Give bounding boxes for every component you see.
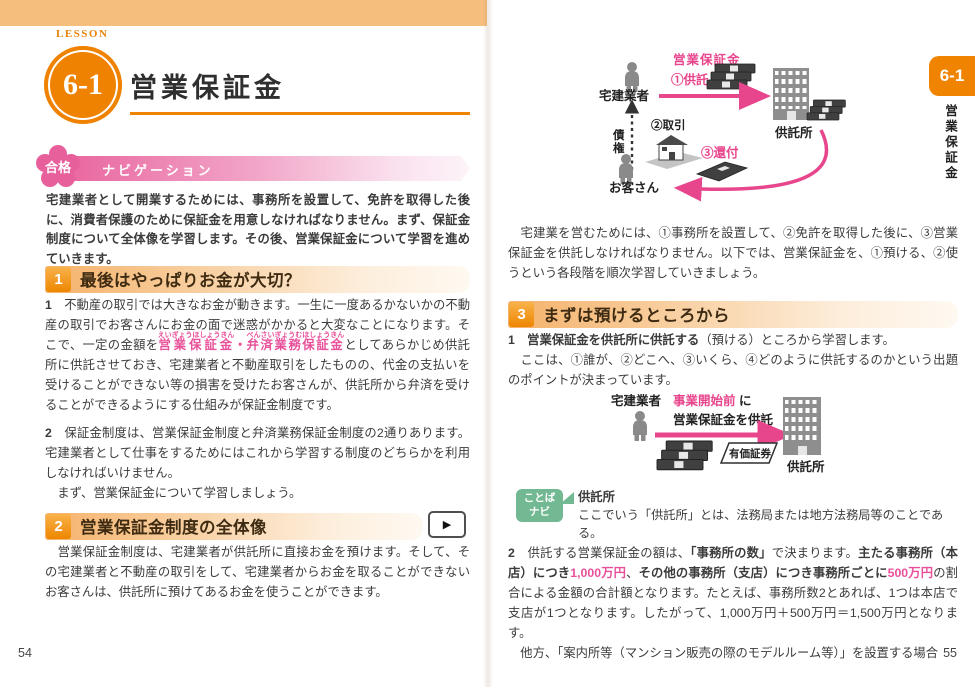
- play-button[interactable]: ▶: [428, 511, 466, 538]
- securities-tag-icon: 有価証券: [719, 442, 779, 464]
- term-eigyo-hoshokin: 営業保証金えいぎょうほしょうきん: [157, 331, 235, 352]
- section3-paragraph: 1 営業保証金を供託所に供託する（預ける）ところから学習します。 ここは、①誰が…: [508, 333, 958, 387]
- goukaku-badge-text: 合格: [45, 160, 72, 175]
- top-orange-band: [0, 0, 487, 26]
- section2-header: 2 営業保証金制度の全体像: [45, 513, 423, 540]
- label-eigyo-hoshokin: 営業保証金: [673, 52, 741, 67]
- section1-paragraph1: 1 不動産の取引では大きなお金が動きます。一生に一度あるかないかの不動産の取引で…: [45, 298, 470, 412]
- cherry-blossom-icon: 合格: [36, 145, 80, 187]
- lesson-number-badge: 6-1: [44, 46, 122, 124]
- money-bill-icon: [695, 161, 749, 182]
- goukaku-navi-title: ナビゲーション: [102, 163, 214, 178]
- right-paragraph1: 宅建業を営むためには、①事務所を設置して、②免許を取得した後に、③営業保証金を供…: [508, 226, 958, 280]
- section3-title: まずは預けるところから: [543, 306, 730, 325]
- play-icon: ▶: [442, 519, 452, 531]
- edge-tab-lesson-number: 6-1: [929, 56, 975, 96]
- label-refund-step3: ③還付: [701, 145, 739, 160]
- title-underline: [130, 112, 470, 115]
- label-depository: 供託所: [786, 459, 825, 474]
- section2-paragraph: 営業保証金制度は、宅建業者が供託所に直接お金を預けます。そして、その宅建業者と不…: [45, 545, 470, 599]
- kotoba-navi-term: 供託所: [578, 490, 615, 504]
- label-broker: 宅建業者: [599, 88, 650, 103]
- label-before-start-particle: に: [739, 394, 752, 408]
- deposit-before-start-diagram: 宅建業者 事業開始前 に 営業保証金を供託 有価証券 供託所: [611, 393, 825, 474]
- label-depository: 供託所: [774, 125, 813, 140]
- kotoba-navi-definition: ここでいう「供託所」とは、法務局または地方法務局等のことである。: [578, 508, 944, 540]
- goukaku-navi-body: 宅建業者として開業するためには、事務所を設置して、免許を取得した後に、消費者保護…: [46, 193, 470, 267]
- depository-building-icon: [773, 68, 809, 120]
- paragraph-number: 2: [45, 426, 52, 440]
- money-stack-icon: [656, 440, 713, 471]
- kotoba-navi-badge-tail: [560, 492, 574, 504]
- label-claim-char1: 債: [612, 128, 625, 142]
- goukaku-navi-bar: [46, 156, 470, 181]
- house-icon: [645, 135, 703, 169]
- label-kyotaku-step1: ①供託: [671, 72, 709, 87]
- term-bensai-hoshokin: 弁済業務保証金べんさいぎょうむほしょうきん: [246, 331, 345, 352]
- customer-person-icon: [619, 154, 633, 184]
- section3-header: 3 まずは預けるところから: [508, 301, 958, 328]
- amount-5-million: 500万円: [887, 565, 934, 580]
- section2-number-badge: 2: [46, 514, 71, 539]
- label-deposit-guarantee: 営業保証金を供託: [673, 412, 774, 427]
- kotoba-navi-badge: ことば ナビ: [516, 489, 563, 522]
- section1-header: 1 最後はやっぱりお金が大切？: [45, 266, 470, 293]
- paragraph-number: 1: [45, 298, 52, 312]
- amount-10-million: 1,000万円: [570, 565, 627, 580]
- right-paragraph2: 2 供託する営業保証金の額は、「事務所の数」で決まります。主たる事務所（本店）に…: [508, 546, 958, 660]
- page-number-left: 54: [18, 646, 32, 660]
- label-before-start: 事業開始前: [673, 393, 736, 408]
- money-stack-icon: [806, 99, 846, 121]
- label-securities: 有価証券: [729, 447, 771, 460]
- section1-number-badge: 1: [46, 267, 71, 292]
- label-customer: お客さん: [609, 180, 660, 195]
- section2-title: 営業保証金制度の全体像: [80, 518, 267, 537]
- paragraph-number: 2: [508, 546, 515, 560]
- page-gutter-shadow: [483, 0, 493, 687]
- depository-building-icon: [783, 397, 821, 455]
- paragraph-number: 1: [508, 333, 515, 347]
- label-claim-char2: 権: [613, 141, 625, 155]
- lesson-label: LESSON: [56, 28, 109, 40]
- page-number-right: 55: [943, 646, 957, 660]
- edge-tab-lesson-title: 営業保証金: [943, 104, 957, 182]
- section1-title: 最後はやっぱりお金が大切？: [80, 271, 301, 290]
- broker-person-icon: [633, 411, 647, 441]
- refund-curved-arrow: [673, 129, 829, 202]
- label-transaction-step2: ②取引: [651, 118, 686, 132]
- broker-person-icon: [625, 62, 639, 92]
- section3-number-badge: 3: [509, 302, 534, 327]
- label-broker: 宅建業者: [611, 393, 662, 408]
- deposit-flow-diagram: 宅建業者 営業保証金 ①供託 供託所 ②取引 債 権 ③還付: [599, 52, 846, 202]
- section1-paragraph2: 2 保証金制度は、営業保証金制度と弁済業務保証金制度の2通りあります。宅建業者と…: [45, 426, 470, 500]
- money-stack-icon: [706, 63, 756, 90]
- page-title: 営業保証金: [130, 73, 285, 103]
